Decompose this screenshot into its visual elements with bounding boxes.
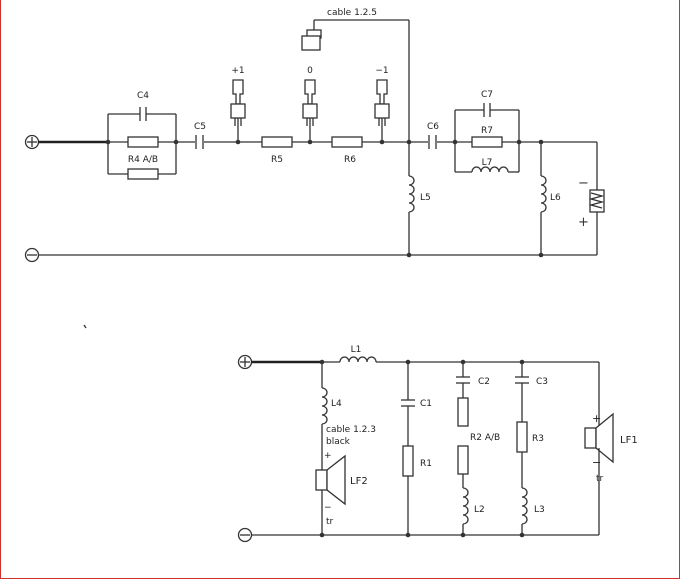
resistor-r2b [457,445,469,475]
resistor-r4b [127,168,159,180]
l4-label: L4 [331,399,342,409]
inductor-l4 [321,387,328,425]
lf1-minus: − [592,456,601,469]
input-plus-terminal [24,134,40,150]
r7-label: R7 [481,126,493,136]
terminal-zero [302,79,318,145]
c2-label: C2 [478,377,490,387]
r2-label: R2 A/B [470,433,500,443]
terminal-minus1-label: −1 [375,66,388,76]
input-minus-terminal [24,247,40,263]
inductor-l1 [339,356,377,363]
lf1-tr: tr [596,474,604,484]
cable-color-label: black [326,437,351,447]
capacitor-c4 [139,107,147,121]
terminal-zero-label: 0 [307,66,313,76]
lf2-minus: − [324,503,332,513]
bottom-input-plus-terminal [237,354,253,370]
inductor-l6 [540,175,547,213]
stray-mark [83,324,87,329]
l5-label: L5 [420,193,431,203]
l6-label: L6 [550,193,561,203]
speaker-minus-sign: − [578,176,589,191]
cable-connector [301,19,410,142]
inductor-l2 [462,487,469,525]
cable-label-top: cable 1.2.5 [327,8,377,18]
resistor-r1 [402,445,414,477]
cable-label-bottom: cable 1.2.3 [326,425,376,435]
capacitor-c5 [195,135,204,149]
resistor-r2a [457,397,469,427]
bottom-circuit: L1 L4 cable 1.2.3 black + LF2 − tr C1 [237,345,638,543]
speaker-output-element [588,189,605,213]
lf2-label: LF2 [350,476,368,487]
terminal-plus1 [230,79,246,145]
r6-label: R6 [344,155,356,165]
resistor-r7 [471,136,503,148]
c5-label: C5 [194,122,206,132]
r1-label: R1 [420,459,432,469]
c3-label: C3 [536,377,548,387]
capacitor-c3 [515,376,529,384]
capacitor-c1 [401,399,415,407]
r5-label: R5 [271,155,283,165]
speaker-lf1 [584,412,614,464]
c7-label: C7 [481,90,493,100]
terminal-minus1 [374,79,390,145]
capacitor-c6 [428,135,437,149]
speaker-lf2 [315,454,346,506]
resistor-r6 [331,136,363,148]
capacitor-c2 [456,376,470,384]
lf2-tr: tr [326,517,334,527]
resistor-r3 [516,421,528,453]
inductor-l5 [408,175,415,213]
bottom-input-minus-terminal [237,527,253,543]
c1-label: C1 [420,399,432,409]
resistor-r4a [127,136,159,148]
lf2-plus: + [324,451,332,461]
inductor-l3 [521,487,528,525]
resistor-r5 [261,136,293,148]
lf1-label: LF1 [620,435,638,446]
r4-label: R4 A/B [128,155,158,165]
c4-label: C4 [137,91,149,101]
capacitor-c7 [483,103,491,117]
c6-label: C6 [427,122,439,132]
r3-label: R3 [532,434,544,444]
l7-label: L7 [482,158,493,168]
l3-label: L3 [534,505,545,515]
terminal-plus1-label: +1 [231,66,244,76]
l1-label: L1 [351,345,362,355]
lf1-plus: + [592,412,601,425]
top-circuit: C4 R4 A/B C5 R5 R6 +1 [24,8,605,263]
inductor-l7 [471,166,509,173]
speaker-plus-sign: + [578,215,589,230]
l2-label: L2 [474,505,485,515]
